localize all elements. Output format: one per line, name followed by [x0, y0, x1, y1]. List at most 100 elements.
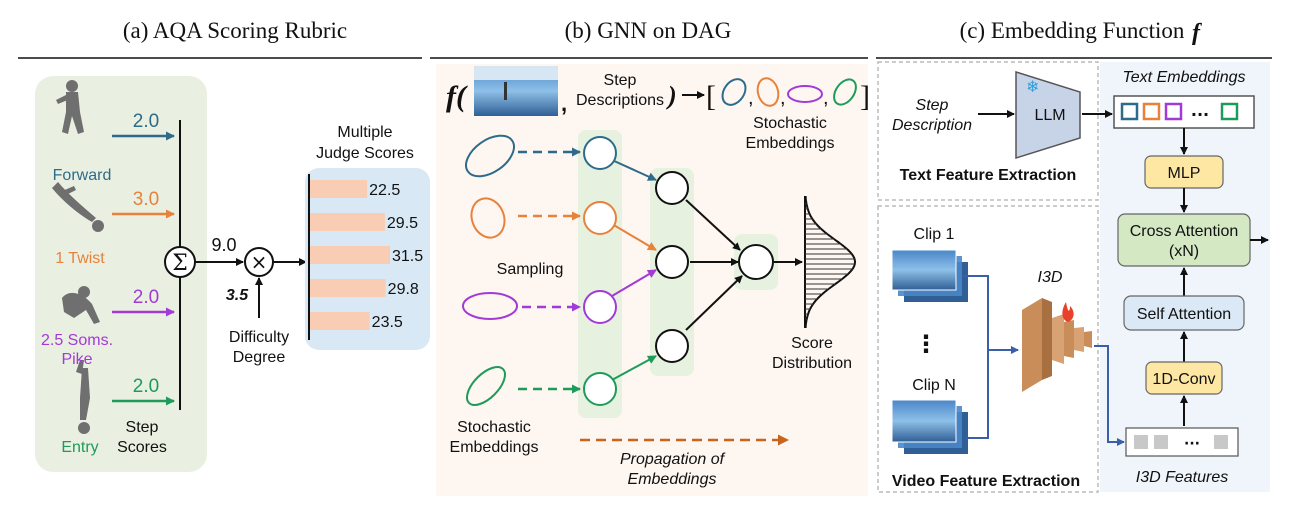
embed-ellipse-orange — [756, 77, 780, 107]
comma: , — [561, 91, 567, 116]
step-description-2: Description — [892, 117, 972, 134]
step-forward-label: Forward — [53, 167, 112, 184]
edge-g1-c3 — [611, 355, 657, 381]
difficulty-label-1: Difficulty — [229, 329, 289, 346]
sum-value: 9.0 — [211, 235, 236, 255]
edge-b1-c1 — [611, 159, 657, 181]
text-feature-box — [877, 61, 1099, 201]
score-forward: 2.0 — [133, 111, 159, 132]
judge-score-label: 29.8 — [388, 281, 419, 298]
stoch-top-2: Embeddings — [746, 135, 835, 152]
feat-cell-2 — [1154, 435, 1168, 449]
step-scores-label-2: Scores — [117, 439, 167, 456]
sampling-label: Sampling — [497, 261, 564, 278]
judge-bar — [310, 312, 370, 330]
cross-attention-label: Cross Attention — [1130, 223, 1239, 240]
video-feature-label: Video Feature Extraction — [892, 473, 1080, 490]
cross-attention-n: (xN) — [1169, 243, 1199, 260]
stoch-ellipse-blue — [465, 134, 515, 178]
text-embeddings-label: Text Embeddings — [1122, 69, 1245, 86]
stoch-ellipse-green — [466, 366, 506, 406]
judge-bar — [310, 246, 390, 264]
layer-1-highlight — [578, 130, 622, 418]
stoch-bottom-2: Embeddings — [450, 439, 539, 456]
diver-forward-icon — [56, 80, 84, 134]
score-twist: 3.0 — [133, 189, 159, 210]
clipn-frames — [891, 399, 968, 454]
node-hidden-3 — [655, 329, 689, 363]
video-thumbnail — [474, 66, 558, 116]
judge-label-2: Judge Scores — [316, 145, 414, 162]
conv-box — [1145, 361, 1223, 395]
score-dist-label-1: Score — [791, 335, 833, 352]
mlp-label: MLP — [1168, 165, 1201, 182]
step-entry-label: Entry — [61, 439, 98, 456]
self-attention-label: Self Attention — [1137, 306, 1231, 323]
judge-score-label: 31.5 — [392, 248, 423, 265]
close-bracket: ] — [860, 80, 870, 113]
embed-ellipse-green — [833, 78, 857, 106]
feat-cell-3 — [1214, 435, 1228, 449]
score-distribution-icon — [804, 195, 857, 329]
emb-square-blue — [1120, 102, 1139, 121]
emb-ellipsis: ··· — [1191, 105, 1209, 124]
stoch-bottom-1: Stochastic — [457, 419, 531, 436]
feat-ellipsis: ··· — [1184, 436, 1200, 452]
clip-vdots: ⋮ — [914, 330, 938, 358]
judge-bars: 22.529.531.529.823.5 — [310, 180, 423, 331]
step-pike-label-1: 2.5 Soms. — [41, 332, 113, 349]
sum-symbol: Σ — [172, 251, 188, 276]
clip1-label: Clip 1 — [914, 226, 955, 243]
step-pike-label-2: Pike — [61, 351, 92, 368]
diver-entry-icon — [76, 360, 90, 434]
sep-3: , — [823, 87, 829, 109]
i3d-to-features-arrow — [1094, 345, 1125, 446]
panel-c-title-f: f — [1192, 20, 1202, 46]
node-orange — [583, 201, 617, 235]
text-embeddings-box — [1113, 95, 1255, 129]
score-pike: 2.0 — [133, 287, 159, 308]
node-hidden-2 — [655, 245, 689, 279]
node-green — [583, 372, 617, 406]
score-dist-label-2: Distribution — [772, 355, 852, 372]
judge-bar — [310, 180, 368, 198]
edge-o1-c2 — [611, 223, 657, 251]
difficulty-value: 3.5 — [226, 287, 249, 304]
node-hidden-1 — [655, 171, 689, 205]
snowflake-icon: ❄ — [1026, 77, 1039, 96]
propagation-label-1: Propagation of — [620, 451, 726, 468]
diver-twist-icon — [52, 182, 104, 232]
edge-c1-c4 — [685, 199, 741, 251]
edge-c3-c4 — [685, 275, 743, 331]
self-attention-box — [1123, 295, 1245, 331]
diver-pike-icon — [62, 286, 100, 324]
llm-label: LLM — [1034, 107, 1065, 124]
i3d-label: I3D — [1038, 269, 1063, 286]
f-symbol: f( — [446, 80, 468, 113]
propagation-label-2: Embeddings — [628, 471, 717, 488]
sep-2: , — [780, 87, 786, 109]
close-paren: ) — [666, 81, 677, 110]
node-blue — [583, 136, 617, 170]
clip1-frames — [891, 249, 968, 302]
judge-label-1: Multiple — [337, 124, 392, 141]
embed-ellipse-purple — [787, 85, 823, 103]
judge-score-label: 22.5 — [369, 182, 400, 199]
panel-c-title: (c) Embedding Function — [960, 18, 1185, 43]
edge-p1-c2 — [611, 269, 657, 297]
judge-score-label: 29.5 — [387, 215, 418, 232]
stoch-top-1: Stochastic — [753, 115, 827, 132]
i3d-network-icon — [1022, 298, 1092, 392]
conv-label: 1D-Conv — [1152, 371, 1215, 388]
stoch-ellipse-purple — [462, 292, 518, 320]
step-description-1: Step — [916, 97, 949, 114]
clip-bracket-line — [962, 275, 989, 439]
stoch-ellipse-orange — [470, 197, 506, 239]
panel-a-title: (a) AQA Scoring Rubric — [123, 18, 347, 43]
llm-block — [1015, 70, 1081, 160]
judge-bar — [310, 213, 385, 231]
i3d-features-label: I3D Features — [1136, 469, 1228, 486]
open-bracket: [ — [706, 80, 716, 113]
